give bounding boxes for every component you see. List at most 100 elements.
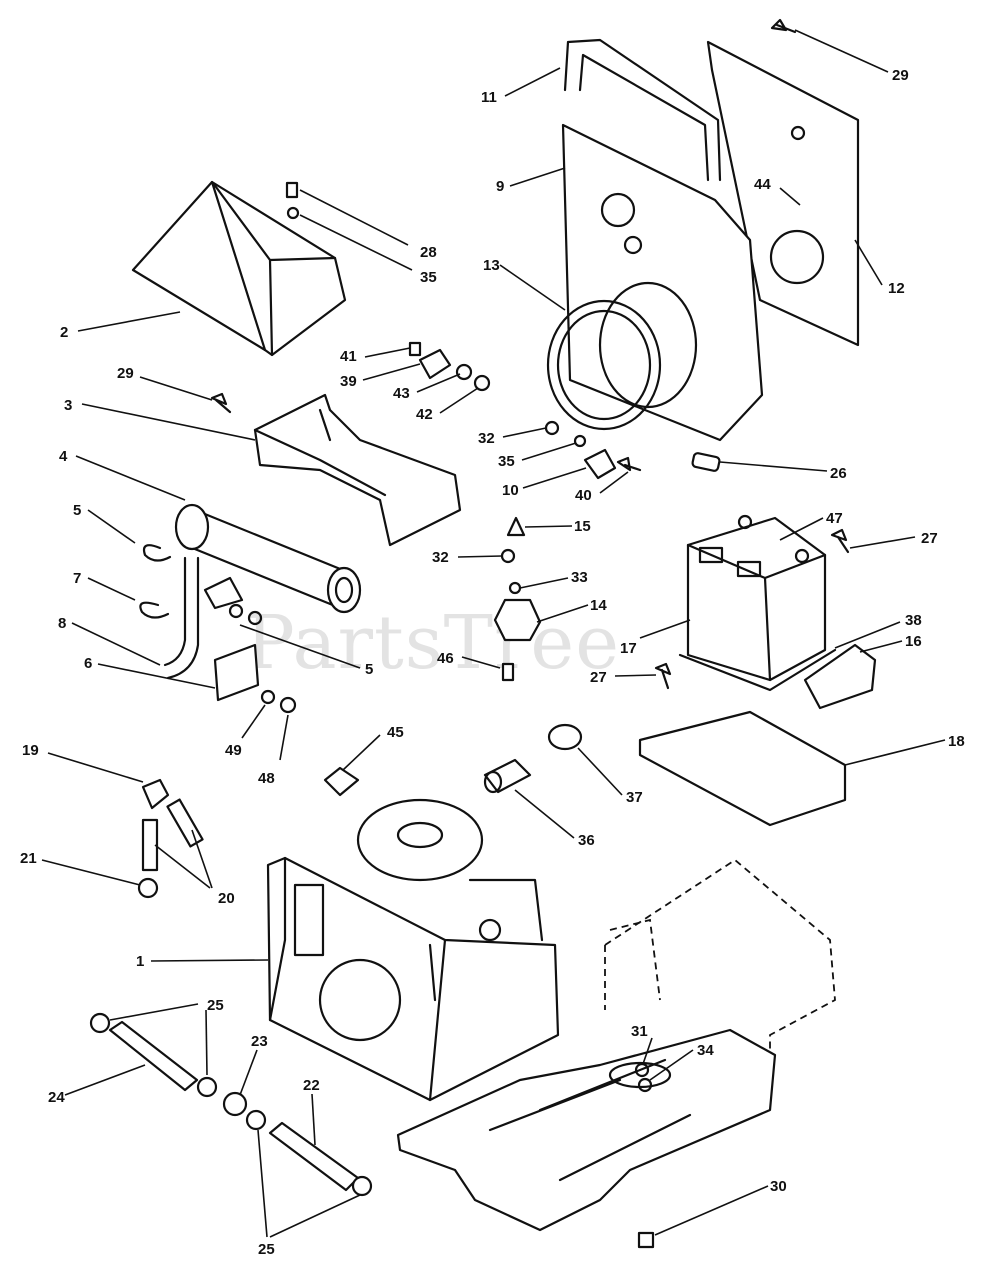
callout-33: 33 bbox=[571, 569, 588, 586]
callout-24: 24 bbox=[48, 1089, 65, 1106]
part-11-handle[interactable] bbox=[563, 38, 722, 182]
part-12-plate[interactable] bbox=[706, 40, 860, 347]
callout-47: 47 bbox=[826, 510, 843, 527]
part-6-bracket[interactable] bbox=[213, 643, 260, 702]
callout-32: 32 bbox=[478, 430, 495, 447]
part-1-engine[interactable] bbox=[266, 798, 560, 1102]
part-28-bolt[interactable] bbox=[285, 181, 299, 199]
part-31-nut[interactable] bbox=[634, 1062, 650, 1078]
part-32-nut[interactable] bbox=[544, 420, 560, 436]
callout-8: 8 bbox=[58, 615, 66, 632]
callout-11: 11 bbox=[481, 89, 497, 106]
part-5-bracket-small[interactable] bbox=[203, 576, 244, 610]
part-8-pipe[interactable] bbox=[163, 556, 200, 680]
callout-36: 36 bbox=[578, 832, 595, 849]
callout-45: 45 bbox=[387, 724, 404, 741]
part-5-nut-2[interactable] bbox=[247, 610, 263, 626]
part-19-elbow[interactable] bbox=[141, 778, 170, 810]
callout-29-b: 29 bbox=[117, 365, 134, 382]
part-42-nut[interactable] bbox=[473, 374, 491, 392]
part-24-tube[interactable] bbox=[108, 1020, 199, 1092]
part-30-bolt[interactable] bbox=[637, 1231, 655, 1249]
part-14-solenoid[interactable] bbox=[493, 598, 542, 642]
part-5-clamp[interactable] bbox=[142, 544, 172, 562]
part-25-bushing-3[interactable] bbox=[245, 1109, 267, 1131]
part-29-screw[interactable] bbox=[210, 392, 232, 414]
callout-29: 29 bbox=[892, 67, 909, 84]
part-39-clip[interactable] bbox=[418, 348, 452, 380]
callout-17: 17 bbox=[620, 640, 637, 657]
part-23-washer[interactable] bbox=[222, 1091, 248, 1117]
part-4-muffler[interactable] bbox=[174, 503, 362, 614]
callout-38: 38 bbox=[905, 612, 922, 629]
part-26-sleeve[interactable] bbox=[691, 452, 721, 472]
part-35-washer-2[interactable] bbox=[573, 434, 587, 448]
part-46-bolt[interactable] bbox=[501, 662, 515, 682]
callout-28: 28 bbox=[420, 244, 437, 261]
part-17-battery[interactable] bbox=[686, 514, 827, 682]
callout-4: 4 bbox=[59, 448, 68, 465]
callout-30: 30 bbox=[770, 1178, 787, 1195]
part-34-washer[interactable] bbox=[637, 1077, 653, 1093]
callout-2: 2 bbox=[60, 324, 68, 341]
callout-22: 22 bbox=[303, 1077, 320, 1094]
callout-1: 1 bbox=[136, 953, 144, 970]
callout-15: 15 bbox=[574, 518, 591, 535]
leader-lines bbox=[41, 29, 946, 1238]
callout-40: 40 bbox=[575, 487, 592, 504]
part-27-bolt-2[interactable] bbox=[654, 662, 672, 690]
part-41-bolt[interactable] bbox=[408, 341, 422, 357]
callout-9: 9 bbox=[496, 178, 504, 195]
part-49-washer[interactable] bbox=[260, 689, 276, 705]
part-9-shroud[interactable] bbox=[561, 123, 764, 442]
part-37-hose-clamp[interactable] bbox=[547, 723, 583, 751]
part-48-nut[interactable] bbox=[279, 696, 297, 714]
part-33-washer[interactable] bbox=[508, 581, 522, 595]
part-13-gasket-ring[interactable] bbox=[546, 299, 662, 431]
part-21-fitting[interactable] bbox=[137, 877, 159, 899]
part-18-plate[interactable] bbox=[638, 710, 847, 827]
callout-46: 46 bbox=[437, 650, 454, 667]
part-5-nut[interactable] bbox=[228, 603, 244, 619]
part-45-clip[interactable] bbox=[323, 766, 360, 797]
callout-5: 5 bbox=[73, 502, 81, 519]
part-32-nut-2[interactable] bbox=[500, 548, 516, 564]
part-10-clamp[interactable] bbox=[583, 448, 617, 480]
part-38-tray[interactable] bbox=[678, 648, 837, 692]
part-29-screw-top[interactable] bbox=[770, 18, 797, 34]
part-25-bushing-4[interactable] bbox=[351, 1175, 373, 1197]
part-3-bracket[interactable] bbox=[253, 393, 462, 547]
part-7-clamp[interactable] bbox=[139, 601, 170, 619]
part-43-washer[interactable] bbox=[455, 363, 473, 381]
callout-16: 16 bbox=[905, 633, 922, 650]
part-2-cover[interactable] bbox=[131, 180, 347, 357]
callout-10: 10 bbox=[502, 482, 519, 499]
part-35-washer[interactable] bbox=[286, 206, 300, 220]
part-25-bushing[interactable] bbox=[89, 1012, 111, 1034]
callout-31: 31 bbox=[631, 1023, 648, 1040]
part-27-bolt[interactable] bbox=[830, 528, 850, 554]
callout-44: 44 bbox=[754, 176, 771, 193]
callout-48: 48 bbox=[258, 770, 275, 787]
callout-18: 18 bbox=[948, 733, 965, 750]
callout-13: 13 bbox=[483, 257, 500, 274]
callout-3: 3 bbox=[64, 397, 72, 414]
callout-25: 25 bbox=[207, 997, 224, 1014]
part-15-cap[interactable] bbox=[506, 516, 526, 537]
callout-5-b: 5 bbox=[365, 661, 373, 678]
callout-35: 35 bbox=[420, 269, 437, 286]
part-16-hold-down[interactable] bbox=[803, 643, 877, 710]
watermark-text: PartsTree bbox=[245, 600, 620, 686]
part-25-bushing-2[interactable] bbox=[196, 1076, 218, 1098]
callout-27: 27 bbox=[921, 530, 938, 547]
part-36-sleeve[interactable] bbox=[483, 758, 532, 794]
callout-41: 41 bbox=[340, 348, 357, 365]
callout-42: 42 bbox=[416, 406, 433, 423]
callout-numbers: 2 3 4 5 7 8 6 5 11 9 13 12 29 44 28 35 2… bbox=[20, 67, 965, 1258]
callout-12: 12 bbox=[888, 280, 905, 297]
callout-6: 6 bbox=[84, 655, 92, 672]
callout-43: 43 bbox=[393, 385, 410, 402]
part-40-bolt[interactable] bbox=[616, 456, 642, 472]
callout-27-b: 27 bbox=[590, 669, 607, 686]
